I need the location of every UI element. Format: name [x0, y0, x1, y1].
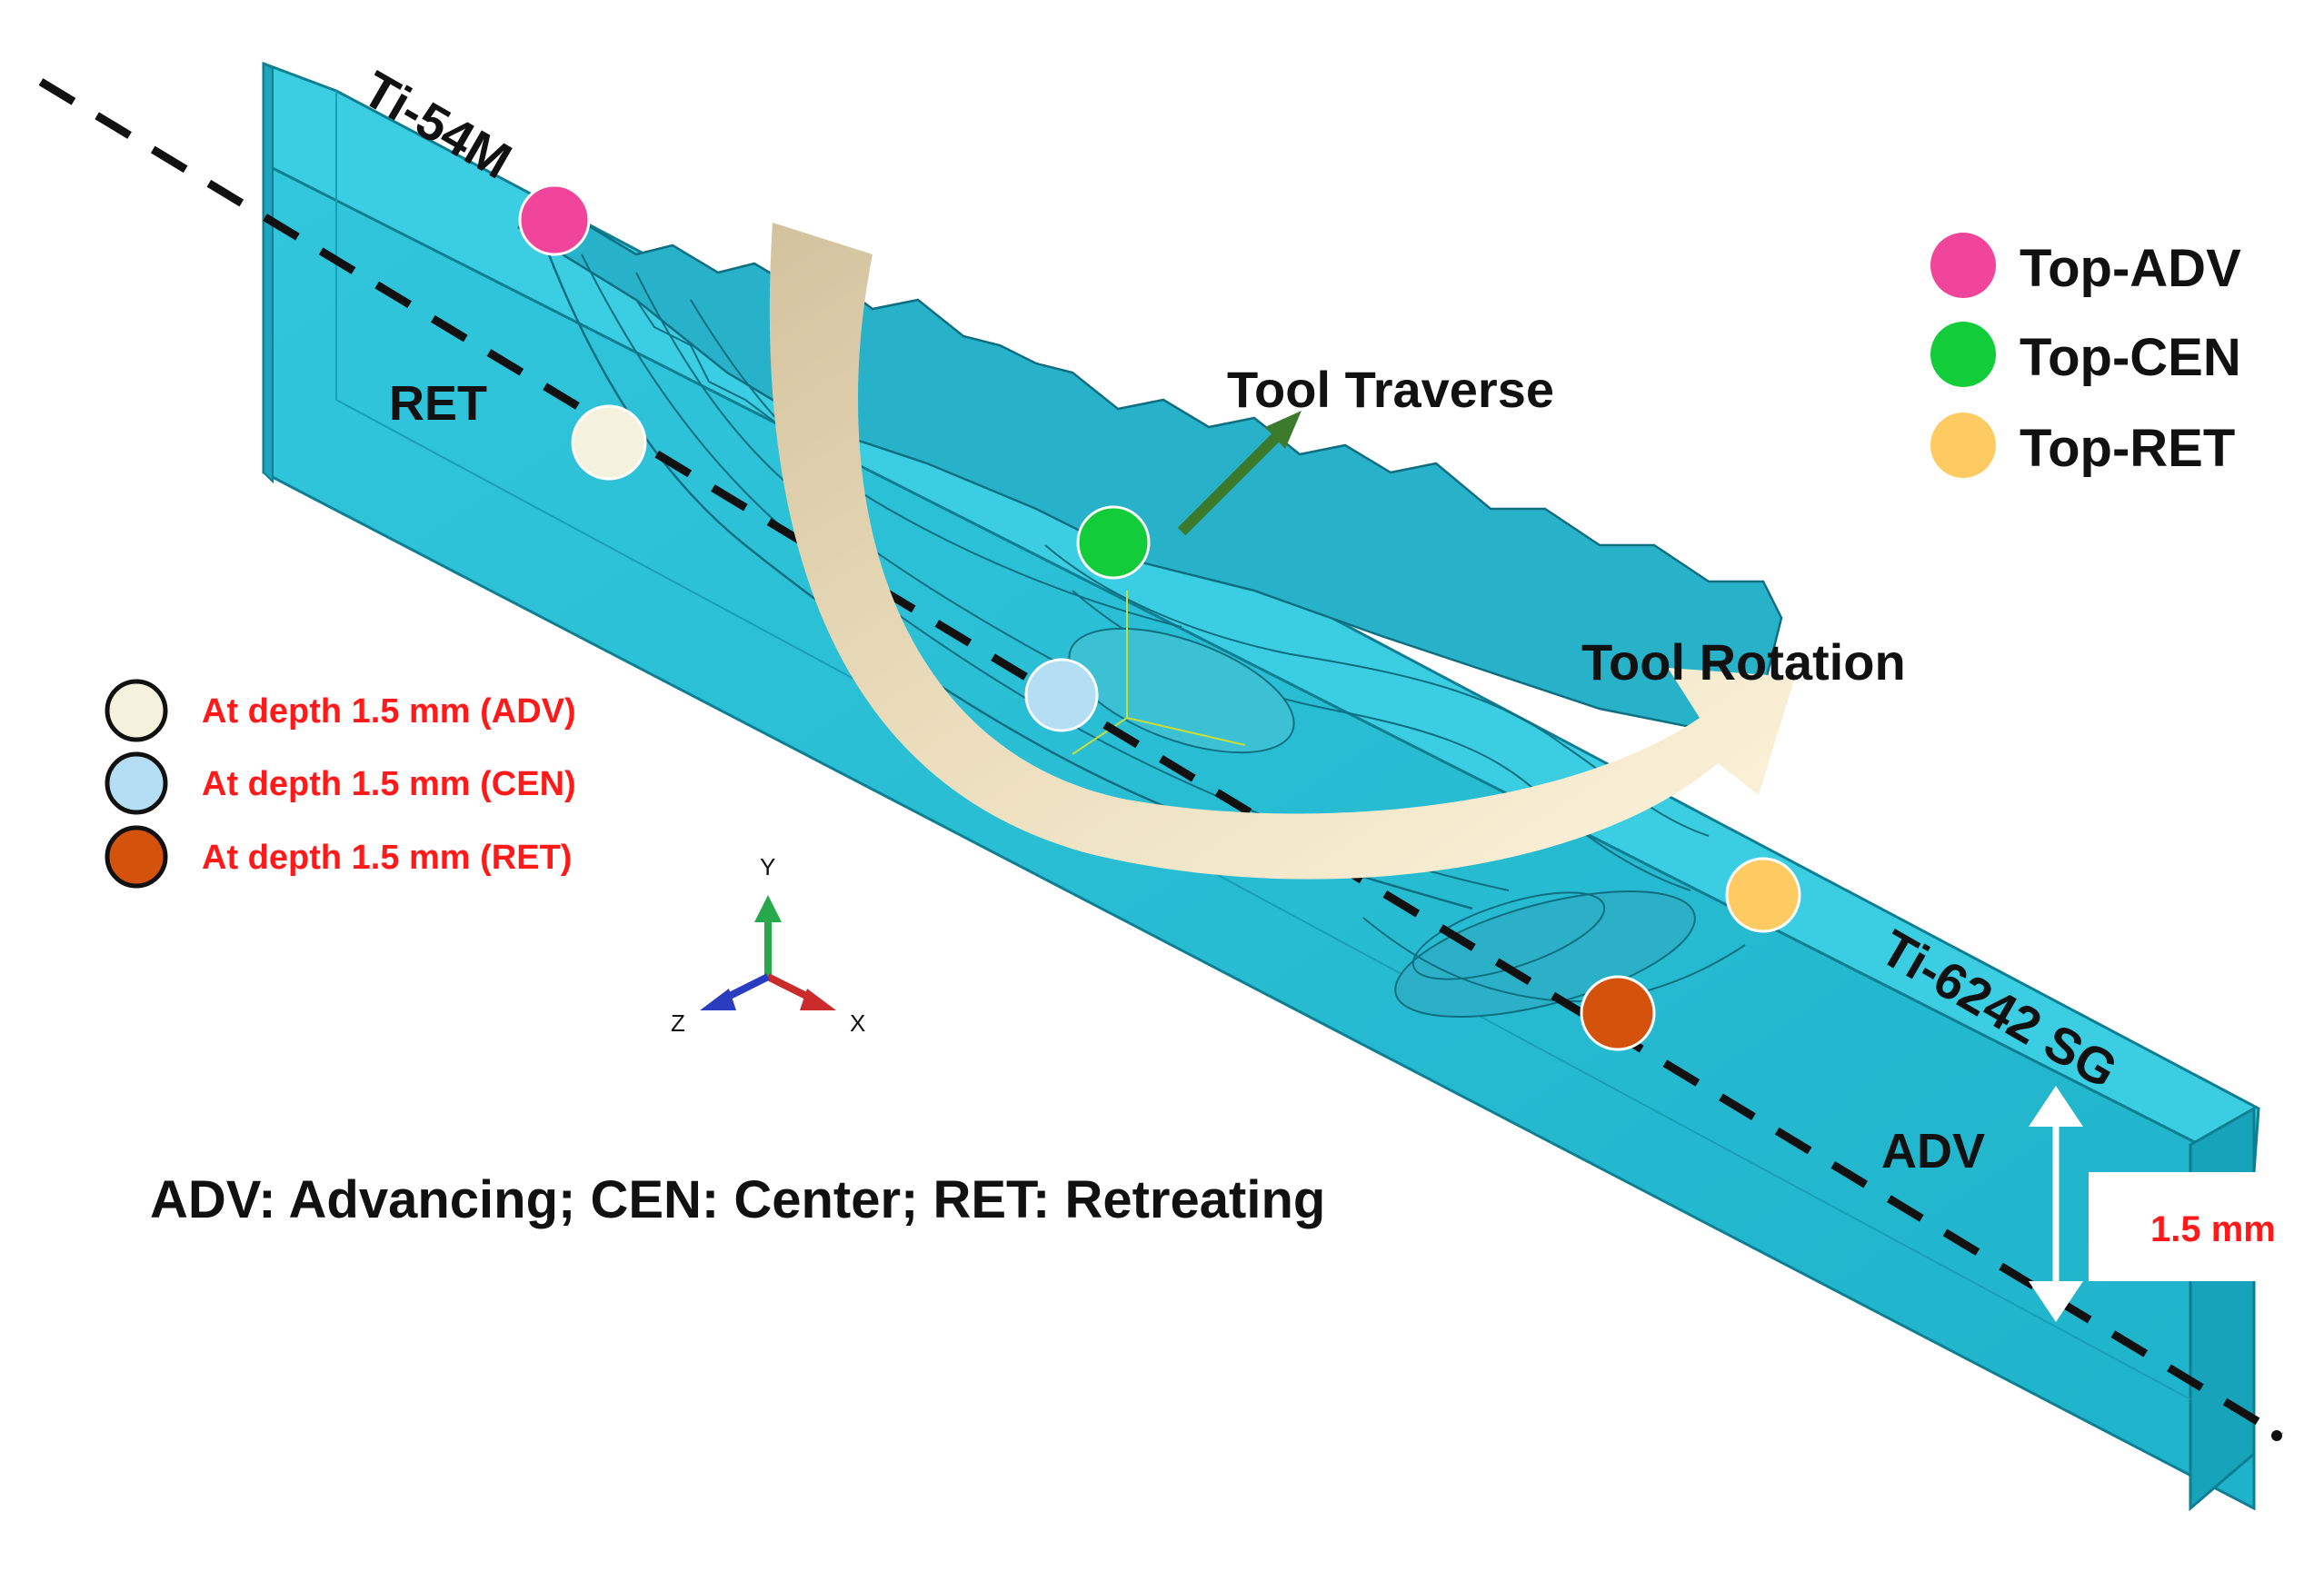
legend-swatch-top-cen	[1930, 322, 1996, 387]
tool-traverse-arrow	[1177, 411, 1302, 536]
legend-swatch-depth-adv	[105, 679, 168, 742]
weld-centerline	[38, 78, 2284, 1439]
axis-label-z: Z	[671, 1009, 685, 1037]
point-depth-cen	[1024, 658, 1099, 732]
legend-label-top-adv: Top-ADV	[2020, 239, 2241, 298]
legend-top: Top-ADV Top-CEN Top-RET	[1930, 233, 2241, 478]
legend-label-top-cen: Top-CEN	[2020, 328, 2241, 387]
legend-label-depth-adv: At depth 1.5 mm (ADV)	[202, 692, 576, 731]
measurement-points	[518, 184, 1801, 1051]
legend-swatch-depth-cen	[105, 751, 168, 815]
point-depth-adv	[571, 404, 647, 481]
legend-swatch-depth-ret	[105, 825, 168, 889]
label-adv: ADV	[1881, 1124, 1985, 1178]
label-abbreviations: ADV: Advancing; CEN: Center; RET: Retrea…	[150, 1170, 1325, 1229]
legend-swatch-top-adv	[1930, 233, 1996, 298]
point-top-adv	[518, 184, 591, 256]
label-depth-value: 1.5 mm	[2150, 1209, 2276, 1249]
axis-label-y: Y	[760, 853, 775, 880]
centerline-end-dot	[2271, 1430, 2282, 1441]
legend-label-depth-ret: At depth 1.5 mm (RET)	[202, 839, 572, 877]
point-top-ret	[1725, 857, 1801, 933]
label-tool-rotation: Tool Rotation	[1581, 633, 1906, 691]
depth-dimension: 1.5 mm	[2029, 1086, 2324, 1322]
legend-depth: At depth 1.5 mm (ADV) At depth 1.5 mm (C…	[105, 679, 576, 889]
axis-label-x: X	[850, 1009, 865, 1037]
label-tool-traverse: Tool Traverse	[1227, 361, 1554, 418]
point-depth-ret	[1580, 975, 1656, 1051]
depth-value-box	[2089, 1172, 2324, 1281]
tool-center-tripod	[1072, 591, 1246, 755]
legend-label-depth-cen: At depth 1.5 mm (CEN)	[202, 765, 576, 803]
legend-swatch-top-ret	[1930, 413, 1996, 478]
legend-label-top-ret: Top-RET	[2020, 419, 2235, 478]
label-ret: RET	[389, 376, 487, 431]
point-top-cen	[1076, 505, 1151, 580]
axis-triad: Y X Z	[671, 853, 865, 1037]
